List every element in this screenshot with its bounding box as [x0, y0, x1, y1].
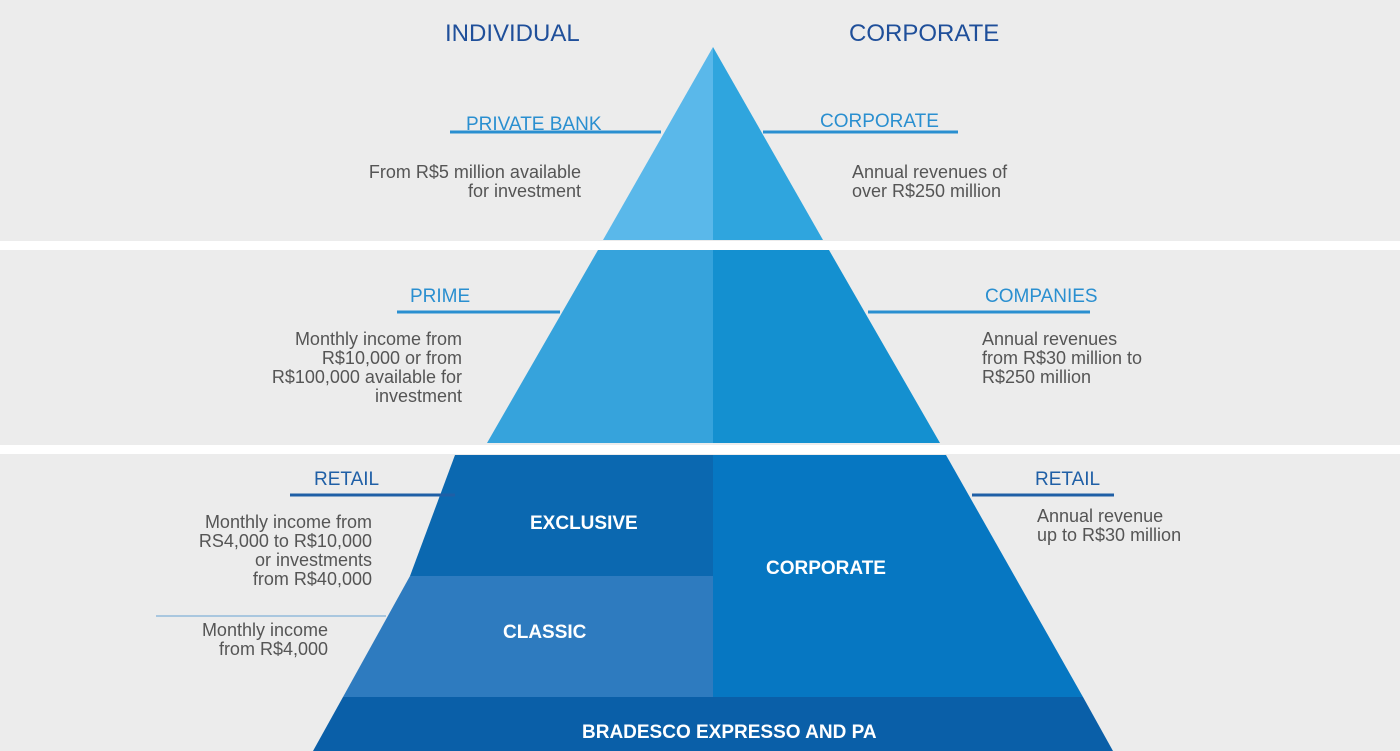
exclusive-label: EXCLUSIVE — [530, 513, 638, 534]
exclusive-segment — [410, 455, 713, 576]
header-corporate: CORPORATE — [849, 20, 1000, 47]
corporate-retail-segment — [713, 455, 1083, 697]
retail-right-label: RETAIL — [1035, 469, 1101, 490]
tier1-right-segment — [713, 47, 823, 240]
private-bank-label: PRIVATE BANK — [466, 114, 602, 135]
base-segment — [313, 697, 1113, 751]
corporate-top-label: CORPORATE — [820, 111, 939, 132]
base-label: BRADESCO EXPRESSO AND PA — [582, 722, 877, 743]
companies-label: COMPANIES — [985, 286, 1098, 307]
retail-left-label: RETAIL — [314, 469, 380, 490]
tier2-left-segment — [487, 250, 713, 443]
header-individual: INDIVIDUAL — [445, 20, 580, 47]
tier1-left-segment — [603, 47, 713, 240]
classic-label: CLASSIC — [503, 622, 587, 643]
corporate-retail-label: CORPORATE — [766, 558, 886, 579]
classic-segment — [343, 576, 713, 697]
prime-label: PRIME — [410, 286, 471, 307]
tier2-right-segment — [713, 250, 940, 443]
